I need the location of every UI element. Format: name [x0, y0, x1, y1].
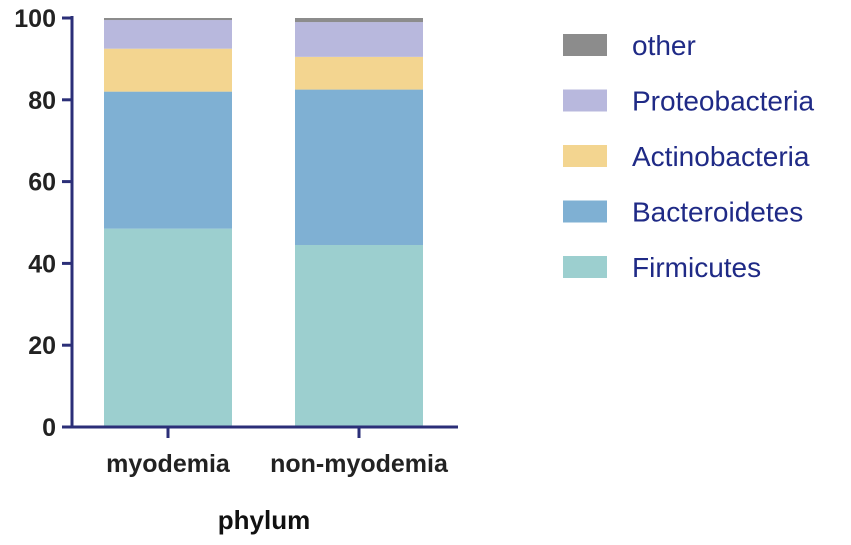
legend: otherProteobacteriaActinobacteriaBactero… [563, 30, 815, 283]
x-axis-title: phylum [218, 505, 310, 535]
legend-label-actinobacteria: Actinobacteria [632, 141, 810, 172]
bar-segment-bacteroidetes-myodemia [104, 91, 232, 229]
x-ticks: myodemia non-myodemia [106, 427, 449, 478]
bar-segment-actinobacteria-myodemia [104, 48, 232, 92]
y-tick-label: 100 [14, 5, 56, 33]
y-tick-label: 80 [28, 87, 56, 115]
bar-segment-other-non-myodemia [295, 18, 423, 23]
x-tick-label: myodemia [106, 450, 231, 478]
legend-swatch-proteobacteria [563, 89, 607, 112]
bars-layer [104, 18, 423, 427]
legend-label-bacteroidetes: Bacteroidetes [632, 197, 803, 228]
legend-swatch-actinobacteria [563, 145, 607, 167]
legend-swatch-firmicutes [563, 256, 607, 278]
y-ticks: 0 20 40 60 80 100 [14, 5, 72, 442]
legend-label-firmicutes: Firmicutes [632, 252, 761, 283]
bar-segment-firmicutes-myodemia [104, 228, 232, 427]
legend-swatch-other [563, 34, 607, 56]
y-tick-label: 0 [42, 414, 56, 442]
legend-swatch-bacteroidetes [563, 200, 607, 223]
legend-label-proteobacteria: Proteobacteria [632, 86, 815, 117]
y-tick-label: 40 [28, 250, 56, 278]
y-tick-label: 60 [28, 169, 56, 197]
bar-segment-other-myodemia [104, 18, 232, 21]
bar-segment-proteobacteria-myodemia [104, 20, 232, 49]
bar-segment-bacteroidetes-non-myodemia [295, 89, 423, 245]
bar-segment-firmicutes-non-myodemia [295, 244, 423, 427]
y-tick-label: 20 [28, 332, 56, 360]
bar-segment-actinobacteria-non-myodemia [295, 56, 423, 90]
legend-label-other: other [632, 30, 696, 61]
axes-layer [70, 16, 458, 429]
x-tick-label: non-myodemia [270, 450, 449, 478]
bar-segment-proteobacteria-non-myodemia [295, 22, 423, 57]
